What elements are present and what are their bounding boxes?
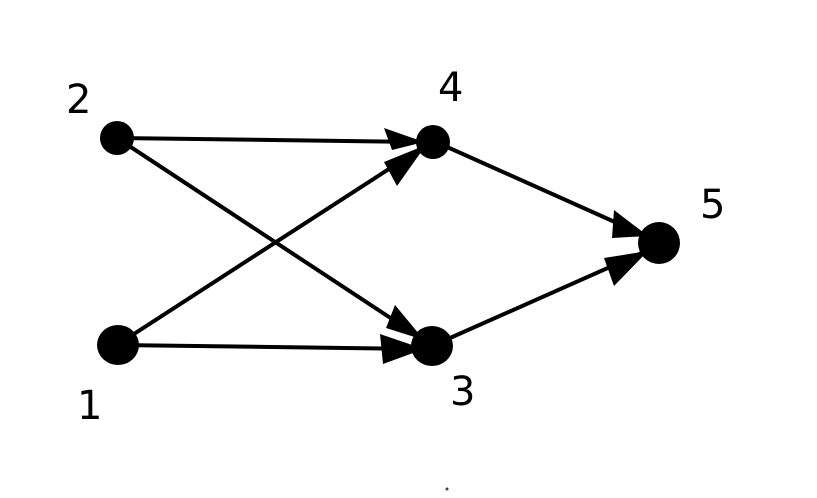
edge-2-to-4-arrowhead (384, 128, 424, 150)
node-5-label: 5 (700, 182, 725, 228)
edge-2-to-4 (116, 136, 425, 144)
edge-1-to-3 (119, 343, 425, 351)
node-3-dot (411, 326, 453, 366)
node-4-dot (416, 125, 450, 159)
node-2-dot (100, 121, 134, 155)
edge-2-to-3-arrowhead (386, 305, 424, 340)
node-5-dot (638, 222, 680, 264)
edge-1-to-3-arrowhead (380, 334, 424, 364)
edge-2-to-3 (115, 136, 426, 342)
edge-1-to-4-arrowhead (384, 145, 426, 186)
node-1-dot (97, 325, 139, 365)
node-2-label: 2 (66, 77, 91, 123)
edge-3-to-5-arrowhead (604, 251, 648, 286)
edge-4-to-5-arrowhead (612, 210, 648, 238)
node-layer (97, 121, 680, 366)
label-layer: 2 4 5 1 3 (66, 65, 725, 429)
stray-mark (445, 487, 449, 491)
node-3-label: 3 (450, 369, 475, 415)
edge-1-to-4 (118, 143, 428, 345)
node-1-label: 1 (77, 383, 102, 429)
node-4-label: 4 (438, 65, 463, 111)
node-5-gap-mark (613, 238, 637, 250)
edge-layer (115, 128, 656, 364)
